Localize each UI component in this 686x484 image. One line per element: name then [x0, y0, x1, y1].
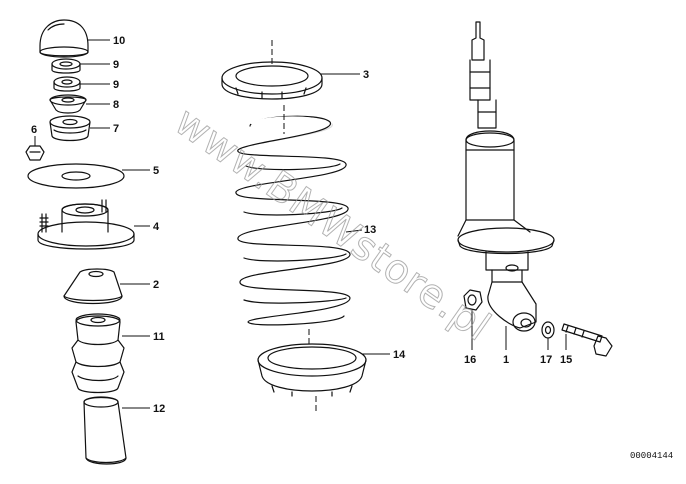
hex-nut-part: [25, 145, 45, 161]
bump-stop-cone-part: [63, 268, 123, 305]
callout-10: 10: [113, 35, 125, 47]
washer-part: [541, 321, 555, 339]
shock-absorber-part: [457, 21, 555, 332]
callout-8: 8: [113, 99, 119, 111]
callout-9-lower: 9: [113, 79, 119, 91]
strut-mount-part: [37, 199, 135, 250]
lower-spring-seat-part: [257, 343, 367, 414]
callout-3: 3: [363, 69, 369, 81]
callout-6: 6: [31, 124, 37, 136]
callout-13: 13: [364, 224, 376, 236]
cup-washer-part: [49, 94, 87, 114]
callout-1: 1: [503, 354, 509, 366]
callout-5: 5: [153, 165, 159, 177]
callout-4: 4: [153, 221, 160, 233]
callout-17: 17: [540, 354, 552, 366]
callout-16: 16: [464, 354, 476, 366]
callout-12: 12: [153, 403, 165, 415]
rubber-bushing-part: [49, 115, 91, 142]
mounting-bolt-part: [561, 323, 613, 357]
nut-upper-part: [51, 58, 81, 74]
coil-spring-part: [235, 105, 351, 344]
callout-11: 11: [153, 331, 165, 343]
watermark-text: www.BMWstore.pl: [166, 99, 499, 351]
callout-15: 15: [560, 354, 572, 366]
bump-stop-part: [71, 313, 125, 394]
lower-nut-part: [463, 289, 483, 311]
callout-7: 7: [113, 123, 119, 135]
upper-spring-seat-part: [221, 40, 323, 100]
gasket-part: [27, 163, 125, 189]
protective-boot-part: [83, 396, 127, 465]
nut-lower-part: [53, 76, 81, 92]
callout-2: 2: [153, 279, 159, 291]
dust-cap-part: [39, 19, 89, 58]
leader-lines: [34, 39, 567, 409]
callout-9-upper: 9: [113, 59, 119, 71]
figure-number: 00004144: [630, 451, 673, 461]
callout-14: 14: [393, 349, 406, 361]
